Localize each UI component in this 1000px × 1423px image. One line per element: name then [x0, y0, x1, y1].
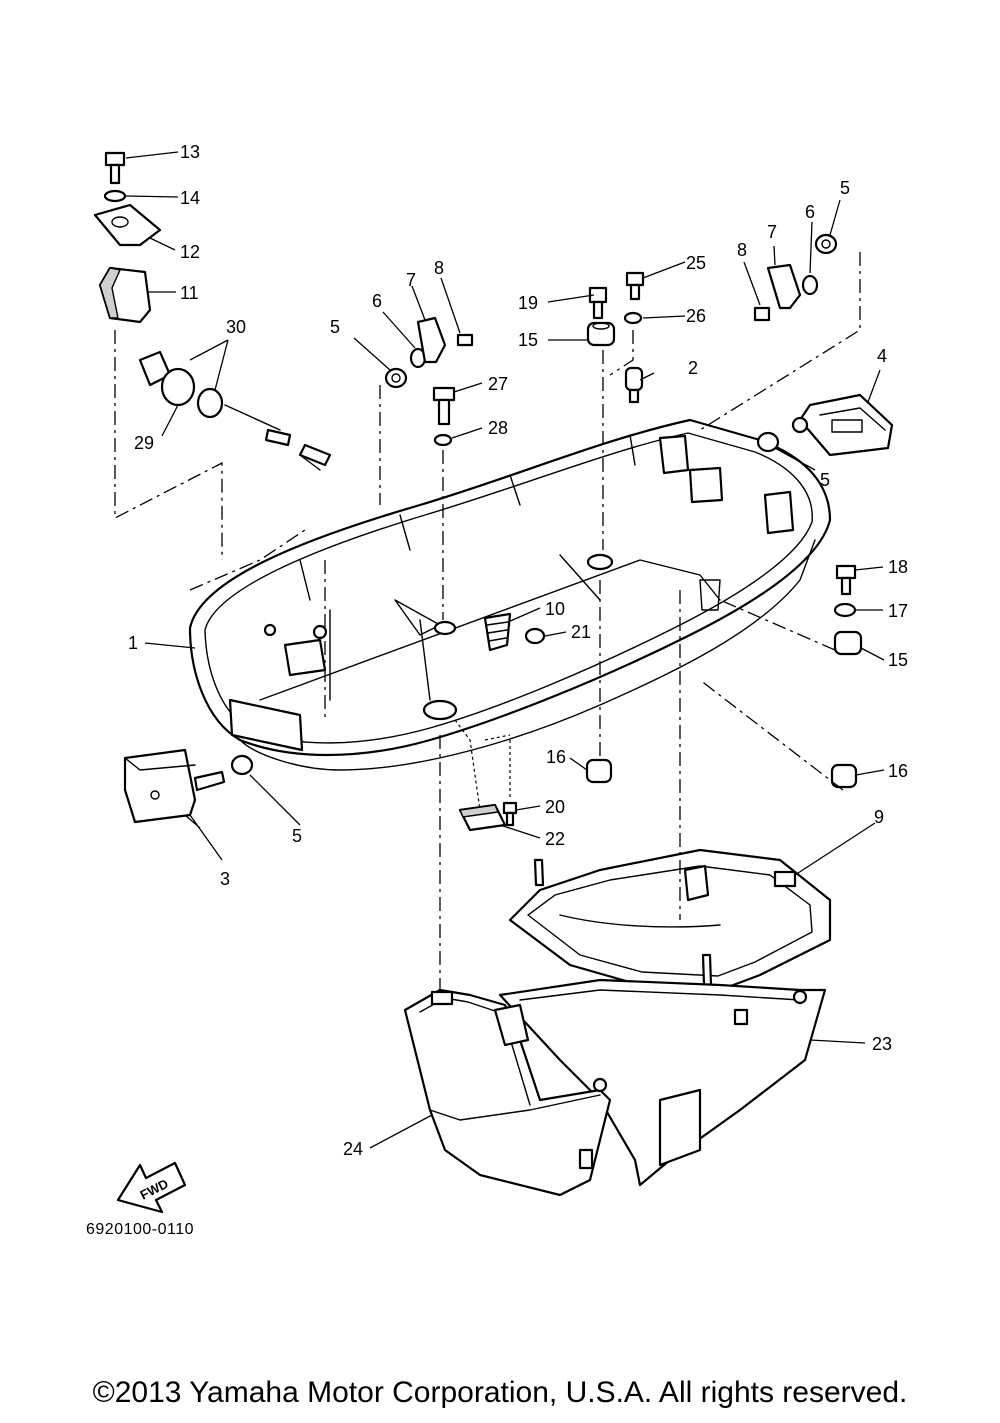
callout-18: 18 [888, 557, 908, 577]
callout-28: 28 [488, 418, 508, 438]
bottom-cowling [188, 418, 832, 771]
part-11-block [98, 266, 152, 324]
callout-6-right: 6 [805, 202, 815, 222]
callout-13: 13 [180, 142, 200, 162]
part-3-bracket [123, 748, 226, 824]
callout-7-right: 7 [767, 222, 777, 242]
callout-27: 27 [488, 374, 508, 394]
callout-8-left: 8 [434, 258, 444, 278]
callout-21: 21 [571, 622, 591, 642]
callout-2: 2 [688, 358, 698, 378]
callout-24: 24 [343, 1139, 363, 1159]
callout-25: 25 [686, 253, 706, 273]
callout-30: 30 [226, 317, 246, 337]
callout-16-left: 16 [546, 747, 566, 767]
callout-labels: 1 2 3 4 5 5 5 5 6 6 7 7 8 8 9 10 11 12 1… [128, 142, 908, 1159]
diagram-code: 6920100-0110 [86, 1221, 195, 1238]
center-lines [114, 252, 861, 990]
callout-7-left: 7 [406, 270, 416, 290]
lower-cover-left [403, 988, 612, 1197]
part-14-washer [103, 189, 127, 203]
callout-14: 14 [180, 188, 200, 208]
leader-lines [125, 151, 885, 1149]
part-12-plate [93, 203, 162, 247]
callout-4: 4 [877, 346, 887, 366]
callout-26: 26 [686, 306, 706, 326]
part-4-bracket [791, 393, 894, 457]
callout-23: 23 [872, 1034, 892, 1054]
callout-22: 22 [545, 829, 565, 849]
callout-15-upper: 15 [518, 330, 538, 350]
callout-29: 29 [134, 433, 154, 453]
callout-16-right: 16 [888, 761, 908, 781]
copyright-notice: ©2013 Yamaha Motor Corporation, U.S.A. A… [92, 1376, 908, 1409]
callout-5-right: 5 [820, 470, 830, 490]
fwd-arrow-icon: FWD [116, 1161, 187, 1214]
callout-8-right: 8 [737, 240, 747, 260]
callout-11: 11 [180, 283, 199, 303]
callout-9: 9 [874, 807, 884, 827]
callout-12: 12 [180, 242, 200, 262]
callout-1: 1 [128, 633, 138, 653]
part-13-bolt [104, 151, 126, 185]
small-fasteners [230, 233, 863, 832]
callout-17: 17 [888, 601, 908, 621]
callout-6-left: 6 [372, 291, 382, 311]
callout-5-left: 5 [330, 317, 340, 337]
callout-10: 10 [545, 599, 565, 619]
rubber-seal-frame [508, 848, 832, 992]
callout-20: 20 [545, 797, 565, 817]
callout-5-top-right: 5 [840, 178, 850, 198]
callout-5-bottom: 5 [292, 826, 302, 846]
lower-cover-right [498, 978, 827, 1187]
part-30-cable [138, 350, 332, 471]
callout-3: 3 [220, 869, 230, 889]
callout-15-right: 15 [888, 650, 908, 670]
callout-19: 19 [518, 293, 538, 313]
